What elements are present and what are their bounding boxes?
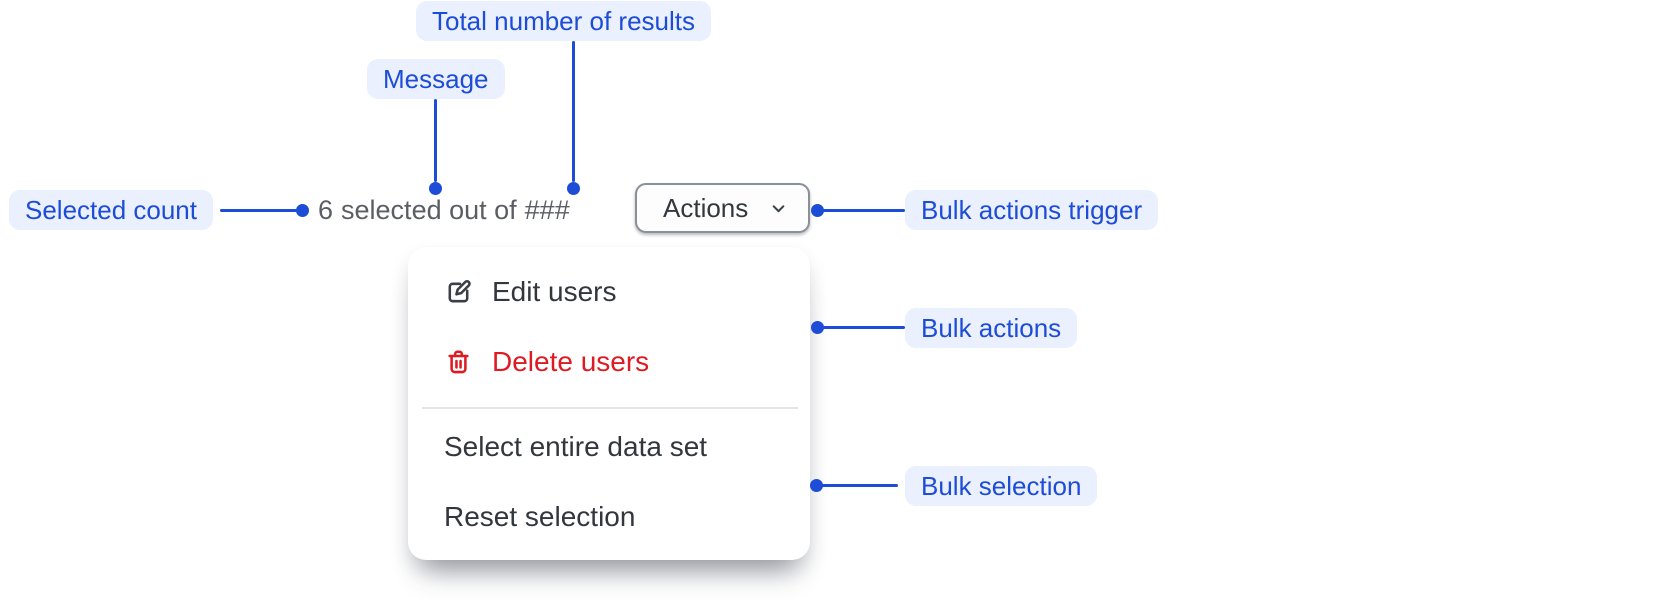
menu-item-select-entire-data-set[interactable]: Select entire data set [444,424,774,470]
menu-item-label: Reset selection [444,501,636,532]
selection-message: 6 selected out of ### [318,190,570,230]
selected-count-value: 6 [318,194,334,225]
edit-icon [448,279,471,302]
connector-line-bulk-selection [817,484,898,487]
menu-item-label: Edit users [492,276,617,307]
connector-dot-selected-count [296,204,309,217]
connector-dot-message [429,182,442,195]
connector-dot-total-results [567,182,580,195]
menu-item-reset-selection[interactable]: Reset selection [444,494,774,540]
connector-line-bulk-actions-trigger [818,209,905,212]
annotation-total-results: Total number of results [416,1,712,41]
menu-item-edit-users[interactable]: Edit users [444,269,774,315]
annotation-bulk-selection: Bulk selection [905,466,1098,506]
connector-dot-bulk-selection [810,479,823,492]
total-results-placeholder: ### [524,194,570,225]
annotation-bulk-actions: Bulk actions [905,308,1078,348]
menu-divider [422,407,798,409]
connector-line-message [434,99,437,182]
connector-line-total-results [572,41,575,182]
menu-item-label: Select entire data set [444,431,708,462]
connector-line-selected-count [220,209,297,212]
menu-item-label: Delete users [492,346,650,377]
message-text: selected out of [341,194,517,225]
connector-dot-bulk-actions-trigger [811,204,824,217]
annotation-bulk-actions-trigger: Bulk actions trigger [905,190,1159,230]
connector-dot-bulk-actions [811,321,824,334]
bulk-actions-trigger-button[interactable]: Actions [635,183,810,233]
bulk-actions-menu: Edit users Delete users Select entire da… [408,247,810,560]
annotation-message: Message [367,59,505,99]
chevron-down-icon [768,198,789,219]
menu-item-delete-users[interactable]: Delete users [444,339,774,385]
actions-button-label: Actions [663,192,749,223]
trash-icon [448,349,469,373]
annotation-selected-count: Selected count [8,190,213,230]
connector-line-bulk-actions [818,326,905,329]
